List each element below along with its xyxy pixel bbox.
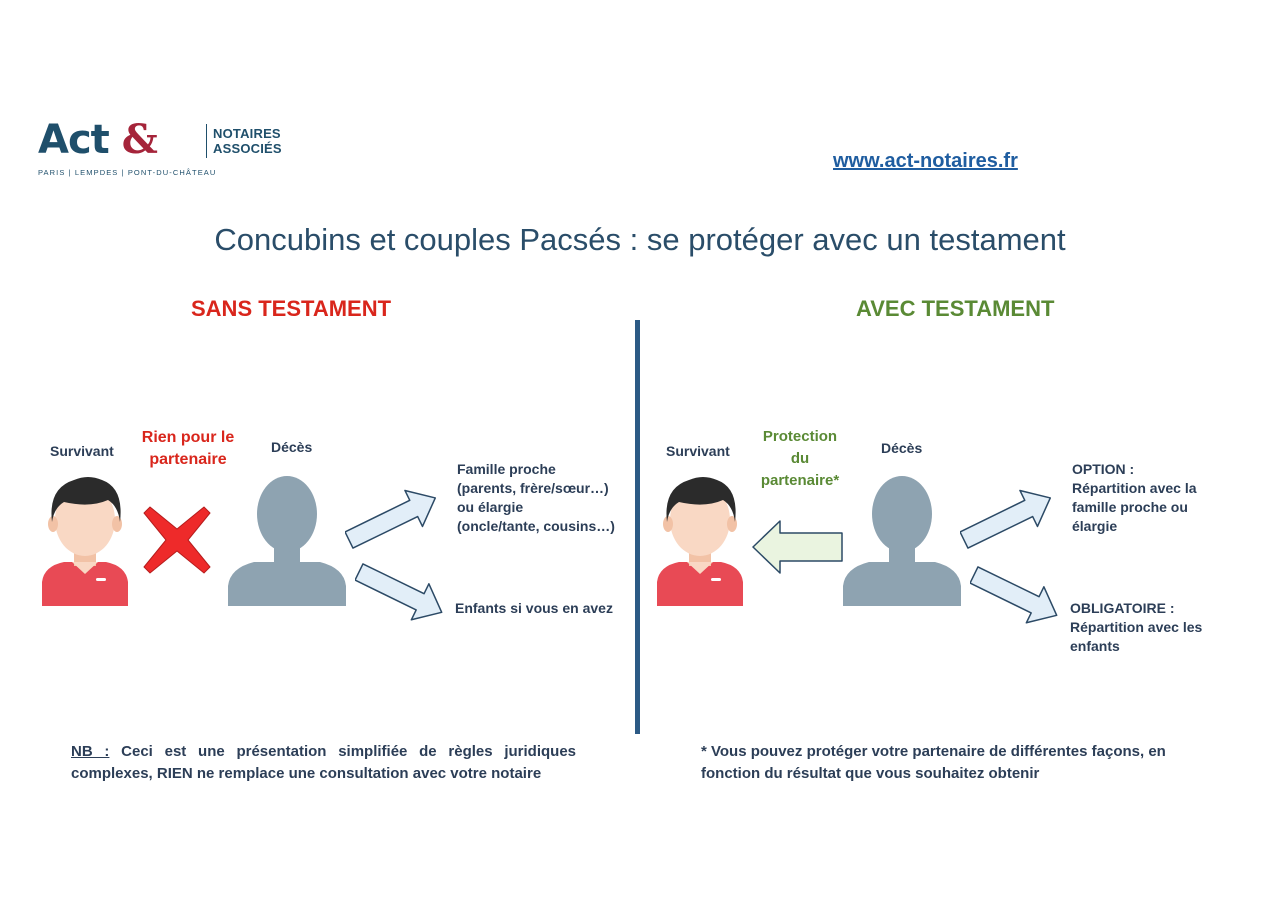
right-survivor-person-icon [657,477,743,606]
logo-ampersand: & [121,116,158,163]
protection-arrow-icon [752,520,843,574]
right-deceased-silhouette-icon [843,476,961,606]
left-survivor-label: Survivant [50,443,114,459]
logo-separator [206,124,207,158]
left-family-text: Famille proche (parents, frère/sœur…) ou… [457,460,615,536]
right-mandatory-line: OBLIGATOIRE : [1070,600,1175,616]
right-mandatory-line: Répartition avec les [1070,619,1203,635]
right-arrow-down-icon [970,566,1058,624]
left-deceased-label: Décès [271,439,313,455]
right-survivor-label: Survivant [666,443,730,459]
left-partner-note-line: Rien pour le [141,429,235,446]
left-footnote-text: Ceci est une présentation simplifiée de … [71,743,577,782]
left-family-line: (parents, frère/sœur…) [457,480,609,496]
right-mandatory-line: enfants [1070,638,1120,654]
left-arrow-up-icon [345,489,437,549]
right-footnote: * Vous pouvez protéger votre partenaire … [701,743,1166,782]
right-partner-note-line: du [790,450,810,467]
center-divider [635,320,640,734]
right-partner-note: Protection du partenaire* [745,426,855,492]
left-arrow-down-icon [355,563,443,621]
left-family-line: Famille proche [457,461,556,477]
left-partner-note: Rien pour le partenaire [130,427,246,471]
left-family-line: ou élargie [457,499,524,515]
right-option-line: famille proche ou [1072,499,1188,515]
left-partner-note-line: partenaire [149,451,227,468]
left-deceased-silhouette-icon [228,476,346,606]
left-children-text: Enfants si vous en avez [455,600,613,616]
logo-locations: PARIS | LEMPDES | PONT-DU-CHÂTEAU [38,168,217,177]
nb-label: NB : [71,743,110,760]
right-partner-note-line: Protection [762,428,838,445]
heading-sans-testament: SANS TESTAMENT [191,296,392,321]
logo-wordmark: Act & [38,116,158,163]
left-family-line: (oncle/tante, cousins…) [457,518,615,534]
left-footnote: NB : Ceci est une présentation simplifié… [71,741,576,785]
page-title: Concubins et couples Pacsés : se protége… [214,222,1066,257]
right-deceased-label: Décès [881,440,923,456]
right-option-line: Répartition avec la [1072,480,1197,496]
right-arrow-up-icon [960,489,1052,549]
heading-avec-testament: AVEC TESTAMENT [856,296,1055,321]
right-partner-note-line: partenaire* [760,472,840,489]
website-link[interactable]: www.act-notaires.fr [833,150,1018,172]
right-mandatory-text: OBLIGATOIRE : Répartition avec les enfan… [1070,599,1202,656]
red-cross-icon [143,506,211,574]
left-survivor-person-icon [42,477,128,606]
logo-tagline: NOTAIRES ASSOCIÉS [213,126,282,156]
right-option-text: OPTION : Répartition avec la famille pro… [1072,460,1197,536]
right-option-line: élargie [1072,518,1118,534]
logo: Act & NOTAIRES ASSOCIÉS PARIS | LEMPDES … [38,116,282,182]
right-option-line: OPTION : [1072,461,1135,477]
